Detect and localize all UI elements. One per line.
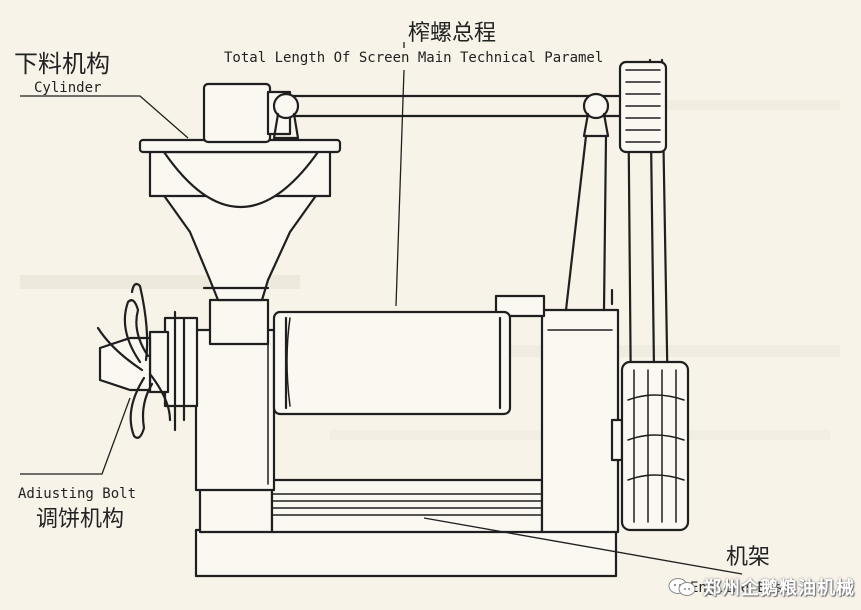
bottom-pulley-grooves bbox=[633, 369, 677, 523]
leader-screw-total bbox=[395, 42, 405, 307]
body-left-column bbox=[194, 328, 276, 492]
label-feeder-en: Cylinder bbox=[34, 80, 101, 96]
barrel-edge bbox=[284, 316, 502, 410]
label-screw-total-cn: 榨螺总程 bbox=[408, 21, 496, 46]
base-rail-box bbox=[270, 478, 544, 534]
feed-neck bbox=[208, 298, 270, 346]
small-pulley-left bbox=[272, 92, 300, 120]
engine-base bbox=[194, 294, 624, 578]
base-left-block bbox=[198, 486, 274, 534]
texture-band bbox=[640, 100, 840, 110]
pulley-ribs bbox=[627, 394, 685, 481]
top-pulley bbox=[618, 60, 668, 154]
handle-spoke bbox=[96, 326, 144, 372]
label-feeder-cn: 下料机构 bbox=[14, 50, 110, 78]
leader-cylinder bbox=[20, 95, 189, 139]
label-screw-total-en: Total Length Of Screen Main Technical Pa… bbox=[224, 50, 603, 66]
handle-spoke bbox=[148, 372, 172, 422]
top-pulley-grooves bbox=[625, 69, 661, 143]
belt-sleeve-left bbox=[564, 134, 588, 312]
bottom-pulley bbox=[620, 360, 690, 532]
drive-train bbox=[272, 58, 690, 532]
feeder-motor bbox=[202, 82, 272, 144]
handle-spoke bbox=[130, 282, 149, 362]
adjust-flange bbox=[148, 330, 170, 394]
handle-spoke bbox=[123, 299, 150, 364]
watermark: 郑州企鹅粮油机械 bbox=[667, 574, 855, 600]
screw-barrel bbox=[272, 310, 512, 416]
wechat-icon bbox=[668, 578, 696, 596]
label-adjust-en: Adiusting Bolt bbox=[18, 486, 136, 502]
gearbox-cap bbox=[494, 294, 546, 318]
leader-base bbox=[423, 517, 743, 575]
adjust-collar bbox=[163, 316, 199, 408]
belt-sleeve-right bbox=[602, 134, 608, 312]
pulley-bracket bbox=[582, 112, 610, 138]
pulley-bracket bbox=[272, 112, 300, 140]
leader-adjusting bbox=[20, 397, 131, 475]
gearbox-housing bbox=[540, 308, 620, 534]
handle-spoke bbox=[129, 376, 154, 439]
label-base-cn: 机架 bbox=[726, 545, 770, 570]
label-adjust-cn: 调饼机构 bbox=[36, 507, 124, 532]
base-plinth bbox=[194, 528, 618, 578]
small-pulley-right bbox=[582, 92, 610, 120]
press-body bbox=[194, 310, 512, 492]
leader-lines bbox=[20, 42, 743, 575]
barrel-curve bbox=[286, 317, 291, 407]
hopper-curve bbox=[162, 150, 320, 209]
watermark-text: 郑州企鹅粮油机械 bbox=[703, 578, 855, 599]
gearbox-knob bbox=[610, 418, 624, 462]
adjusting-assembly bbox=[96, 282, 270, 439]
label-base-en: Engline Base bbox=[690, 580, 791, 596]
